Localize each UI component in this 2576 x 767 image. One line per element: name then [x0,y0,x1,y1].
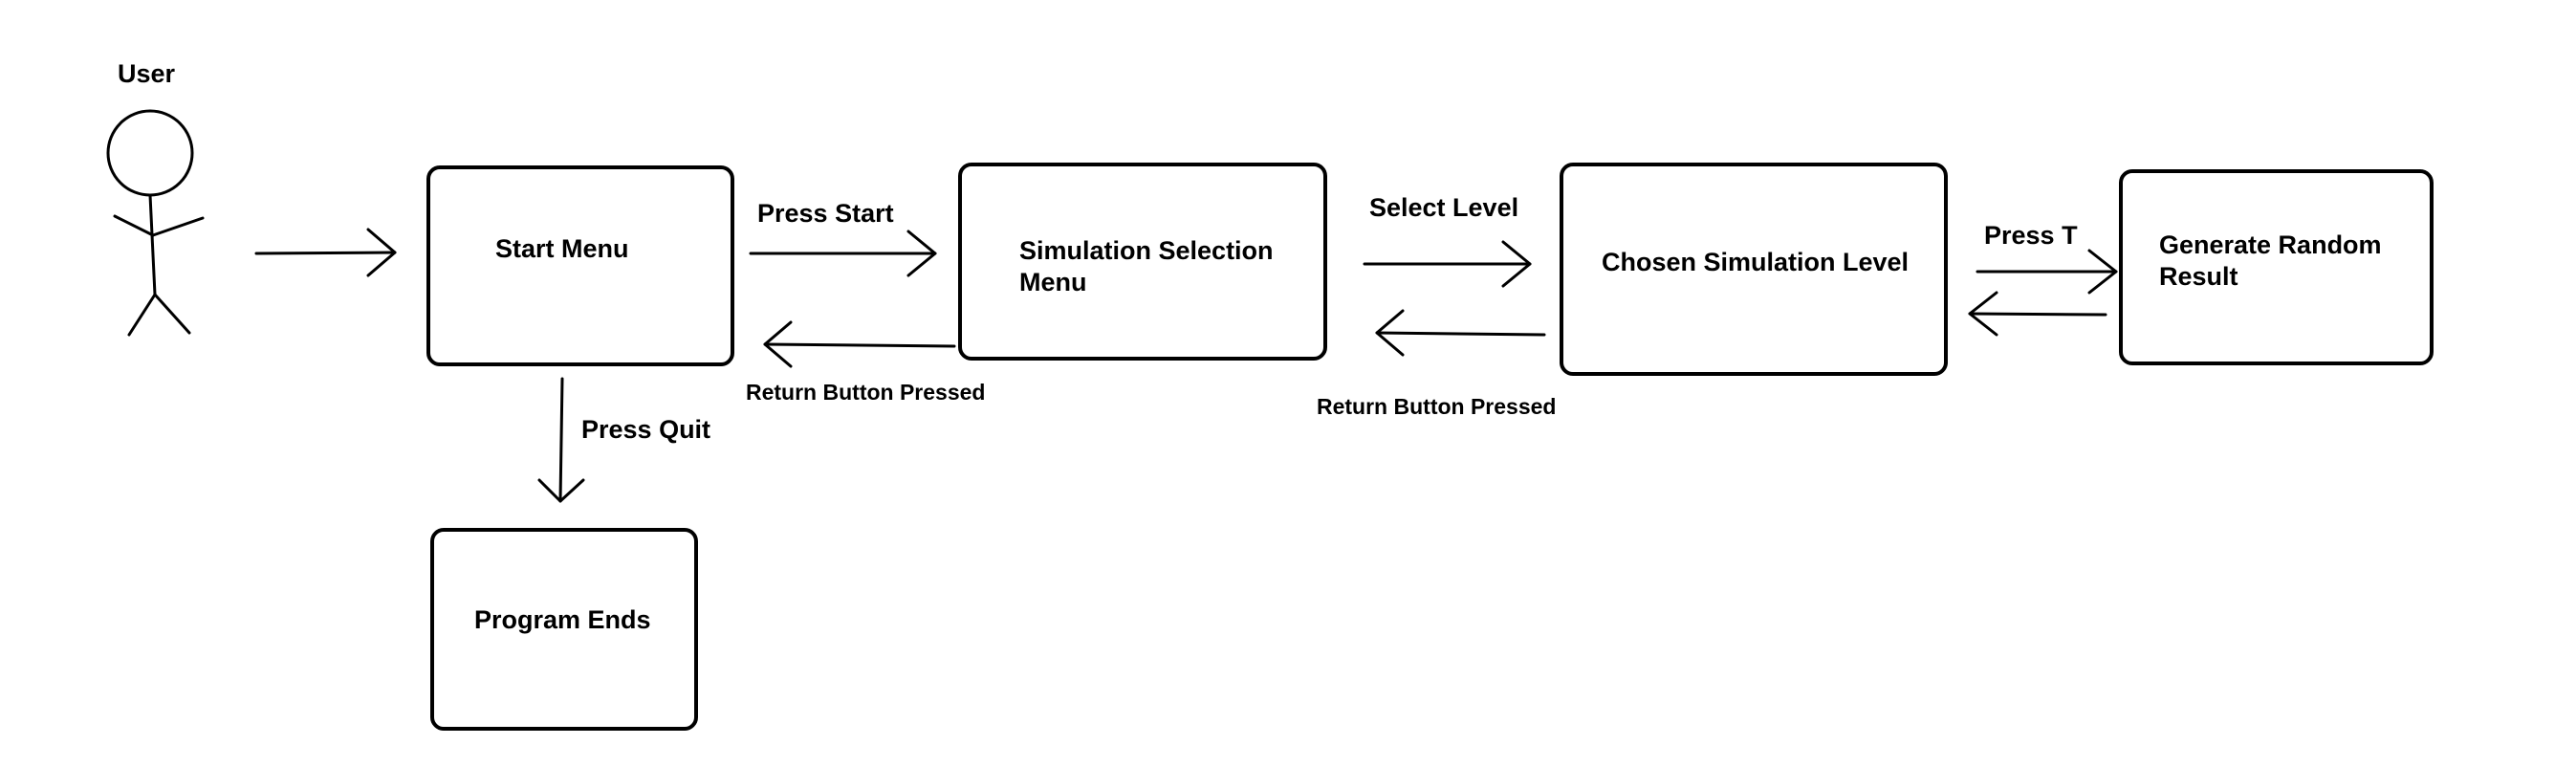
user-label: User [118,59,176,88]
program-ends-box [430,528,698,731]
generate-random-result-label: Generate Random Result [2159,230,2382,291]
press-start-label: Press Start [757,199,894,228]
user-stick-figure [106,109,205,337]
arrow-press-quit [537,377,585,503]
simulation-selection-menu-label: Simulation Selection Menu [1019,236,1274,296]
simulation-selection-menu-box [958,163,1327,361]
program-ends-label: Program Ends [474,605,651,634]
start-menu-label: Start Menu [495,234,629,263]
arrow-press-start [749,230,937,277]
arrow-return-from-result [1968,291,2107,337]
return-button-pressed-label-1: Return Button Pressed [746,380,986,405]
return-button-pressed-label-2: Return Button Pressed [1317,394,1557,419]
arrow-select-level [1363,240,1532,288]
chosen-simulation-level-label: Chosen Simulation Level [1602,248,1910,276]
arrow-press-t [1976,249,2118,295]
arrow-return-to-selection [1375,309,1546,357]
press-quit-label: Press Quit [581,415,711,444]
press-t-label: Press T [1984,221,2078,250]
arrow-return-to-start [763,320,956,368]
arrow-user-to-start [254,228,397,277]
generate-random-result-box [2119,169,2434,365]
start-menu-box [426,165,734,366]
select-level-label: Select Level [1369,193,1519,222]
chosen-simulation-level-box [1560,163,1948,376]
